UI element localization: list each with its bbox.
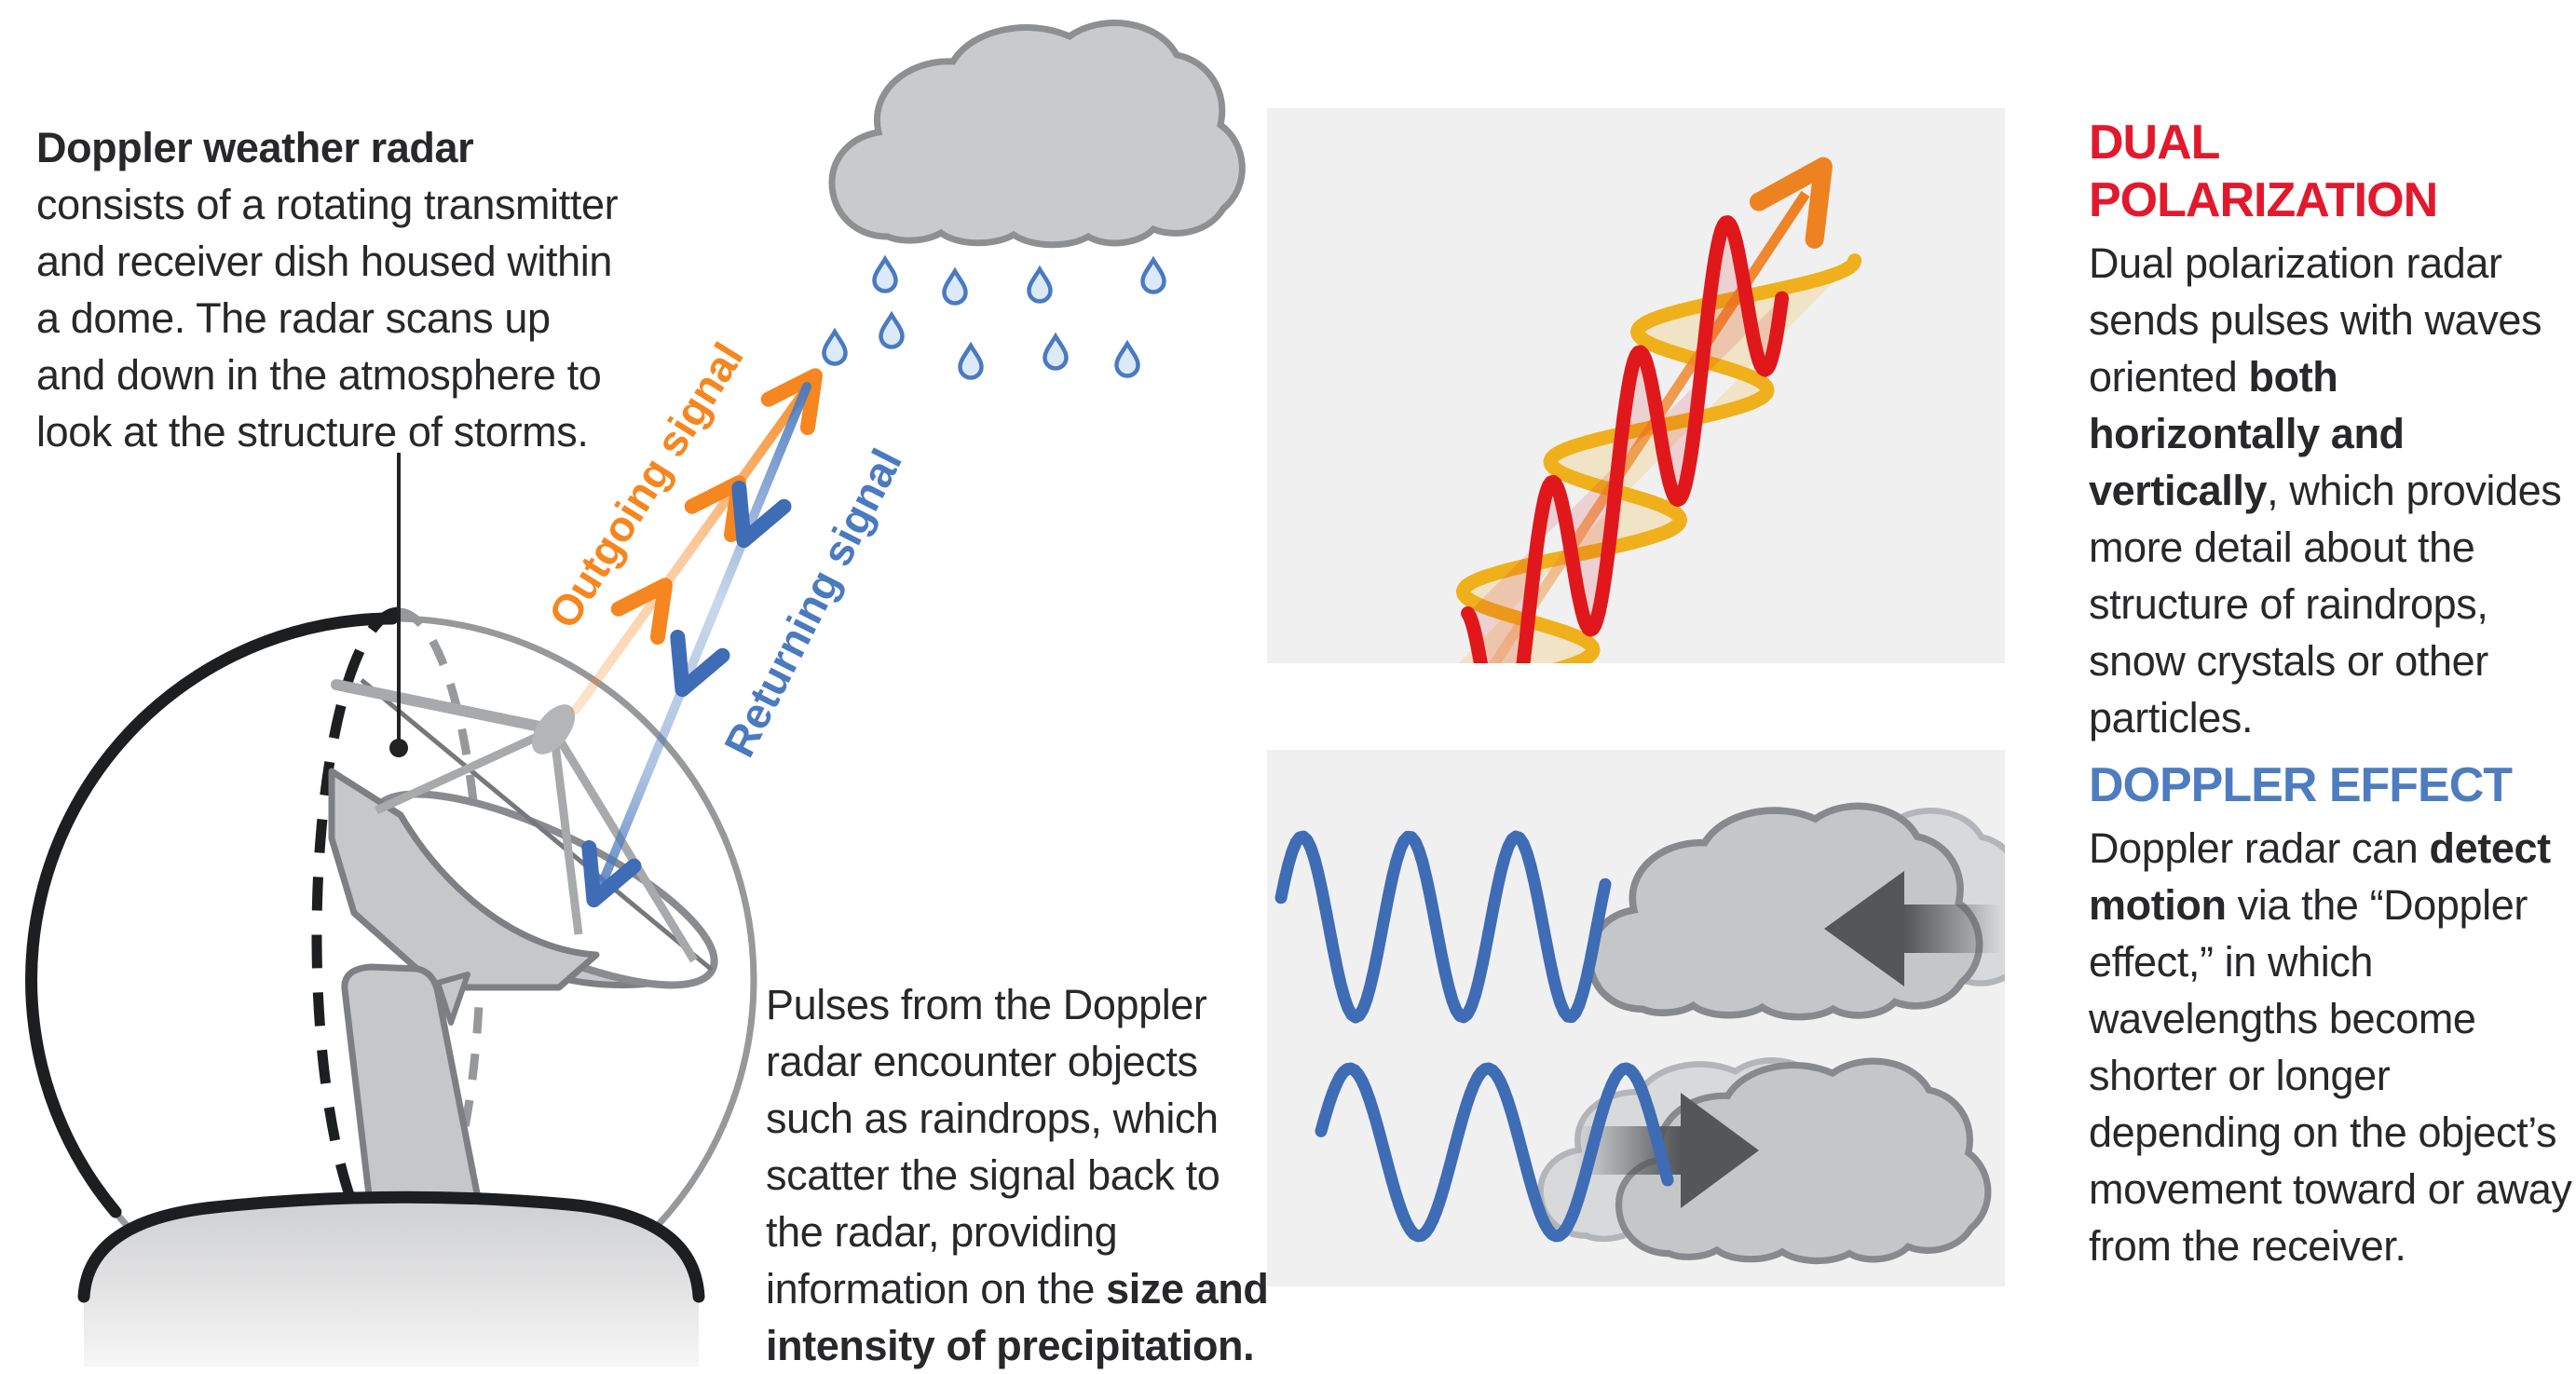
pulses-paragraph: Pulses from the Doppler radar encounter … [766, 976, 1274, 1374]
dual-pol-text: Dual polarization radar sends pulses wit… [2089, 239, 2542, 401]
doppler-bold: detect motion [2089, 824, 2551, 929]
doppler-effect-graphic-panel [1267, 750, 2005, 1286]
dish-feed-hub [531, 704, 576, 755]
vertical-polarized-wave [1461, 215, 1790, 663]
raindrop-icons [825, 259, 1165, 378]
dual-polarization-graphic-panel [1267, 108, 2005, 663]
polarization-axis-arrowhead [1749, 156, 1833, 249]
dual-pol-bold: both horizontally and vertically [2089, 353, 2405, 514]
motion-arrow-left-icon [1824, 871, 2001, 986]
radar-base-building [77, 1190, 705, 1367]
dual-polarization-title: DUAL POLARIZATION [2089, 116, 2438, 227]
dual-polarization-wave-arrow [1455, 156, 1862, 663]
long-wavelength-wave [1315, 1062, 1674, 1243]
radar-dish [328, 678, 718, 1246]
intro-paragraph: Doppler weather radar consists of a rota… [36, 119, 619, 460]
doppler-waves-clouds-graphic [1274, 750, 2005, 1286]
doppler-effect-paragraph: Doppler radar can detect motion via the … [2089, 820, 2575, 1274]
radar-dome-illustration [25, 0, 1267, 1367]
intro-rest: consists of a rotating transmitter and r… [36, 181, 619, 456]
doppler-text-after: via the “Doppler effect,” in which wavel… [2089, 881, 2572, 1270]
doppler-text: Doppler radar can [2089, 824, 2430, 872]
leader-line [389, 453, 408, 757]
doppler-effect-section: DOPPLER EFFECT Doppler radar can detect … [2089, 756, 2575, 1274]
pulses-bold: size and intensity of precipitation. [766, 1265, 1269, 1369]
short-wavelength-wave [1274, 830, 1612, 1024]
dish-pedestal [341, 963, 488, 1246]
intro-bold-lead: Doppler weather radar [36, 124, 474, 171]
outgoing-signal-arrow [571, 368, 824, 714]
pulses-normal: Pulses from the Doppler radar encounter … [766, 981, 1220, 1313]
doppler-effect-title: DOPPLER EFFECT [2089, 758, 2513, 812]
dual-polarization-paragraph: Dual polarization radar sends pulses wit… [2089, 235, 2575, 746]
returning-signal-arrow [581, 382, 811, 908]
dish-mount [328, 768, 600, 991]
dual-polarization-section: DUAL POLARIZATION Dual polarization rada… [2089, 114, 2575, 746]
rain-cloud-icon [832, 23, 1242, 245]
dual-pol-text-after: , which provides more detail about the s… [2089, 467, 2562, 741]
